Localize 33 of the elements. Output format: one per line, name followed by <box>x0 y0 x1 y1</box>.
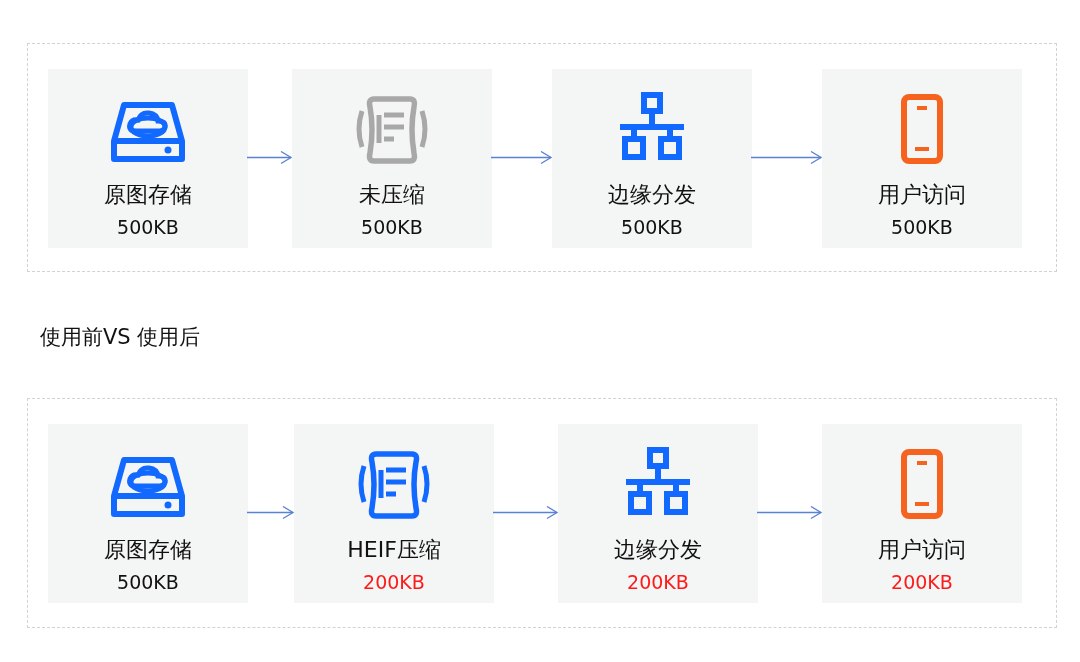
step-label: 边缘分发 <box>608 182 696 207</box>
arrow <box>750 150 822 165</box>
comparison-caption: 使用前VS 使用后 <box>40 324 201 351</box>
step-label: 原图存储 <box>104 537 192 562</box>
file-size: 500KB <box>891 216 953 238</box>
process-box <box>292 69 492 248</box>
step-label: 原图存储 <box>104 182 192 207</box>
step-label: 用户访问 <box>878 182 966 207</box>
file-size: 500KB <box>117 216 179 238</box>
file-size: 200KB <box>363 571 425 593</box>
step-label: 用户访问 <box>878 537 966 562</box>
process-box <box>552 69 752 248</box>
arrow <box>756 505 822 520</box>
file-size: 200KB <box>627 571 689 593</box>
file-size: 500KB <box>361 216 423 238</box>
step-label: 边缘分发 <box>614 537 702 562</box>
process-box <box>48 424 248 603</box>
process-box <box>822 69 1022 248</box>
process-box <box>294 424 494 603</box>
file-size: 500KB <box>117 571 179 593</box>
dashed-group-frame <box>27 43 1057 272</box>
arrow <box>246 150 292 165</box>
process-box <box>558 424 758 603</box>
process-box <box>48 69 248 248</box>
step-label: 未压缩 <box>359 182 425 207</box>
process-box <box>822 424 1022 603</box>
file-size: 200KB <box>891 571 953 593</box>
arrow <box>490 150 552 165</box>
arrow <box>492 505 558 520</box>
arrow <box>246 505 294 520</box>
dashed-group-frame <box>27 398 1057 628</box>
file-size: 500KB <box>621 216 683 238</box>
step-label: HEIF压缩 <box>347 537 441 562</box>
